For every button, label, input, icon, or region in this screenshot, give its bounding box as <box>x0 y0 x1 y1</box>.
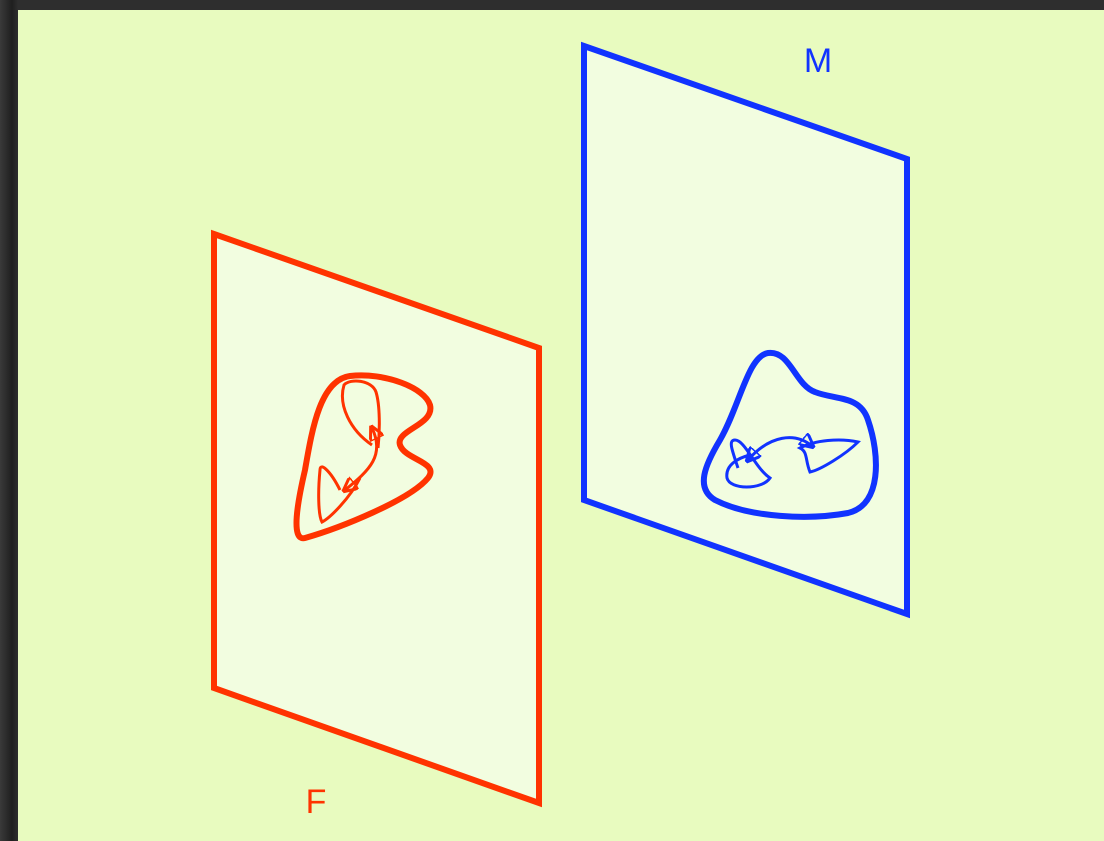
plane-m: M <box>584 42 907 614</box>
plane-m-label: M <box>804 42 832 80</box>
plane-f-panel <box>214 234 539 803</box>
plane-f: F <box>214 234 539 821</box>
plane-f-label: F <box>306 783 327 821</box>
plane-m-panel <box>584 46 907 614</box>
